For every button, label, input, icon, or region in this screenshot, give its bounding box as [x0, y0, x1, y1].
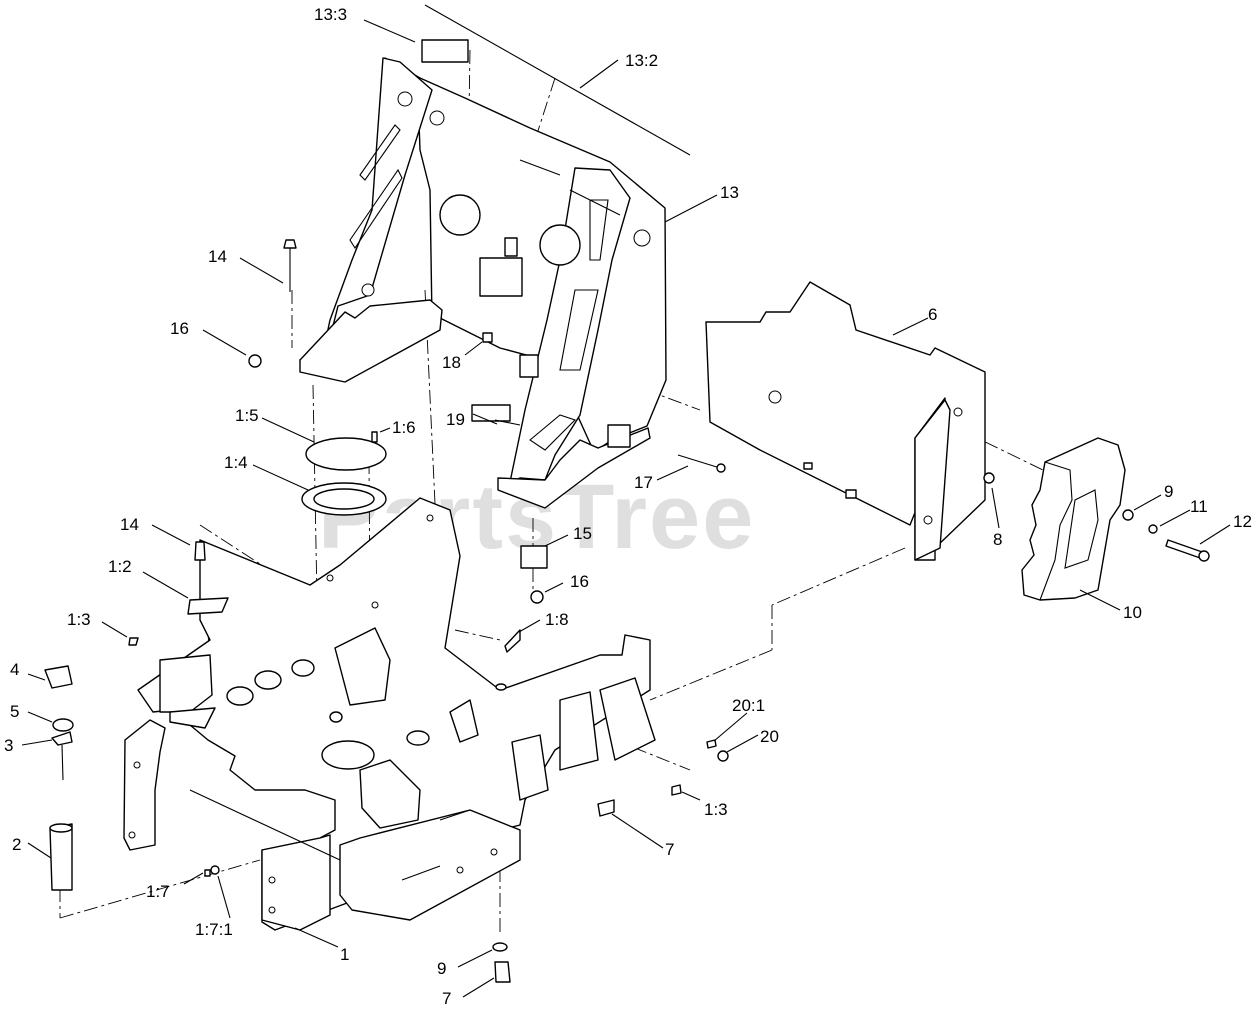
- callout-1-6: 1:6: [392, 418, 416, 437]
- callout-13-2: 13:2: [625, 51, 658, 70]
- callout-3: 3: [4, 736, 13, 755]
- callout-13: 13: [720, 183, 739, 202]
- callout-20: 20: [760, 727, 779, 746]
- callout-16-top: 16: [170, 319, 189, 338]
- callout-8: 8: [993, 530, 1002, 549]
- side-panel: [705, 281, 995, 561]
- callout-18: 18: [442, 353, 461, 372]
- callout-5: 5: [10, 702, 19, 721]
- callout-16-mid: 16: [570, 572, 589, 591]
- callout-6: 6: [928, 305, 937, 324]
- callout-1: 1: [340, 945, 349, 964]
- leader-lines: [21, 4, 1231, 998]
- upright-tower: [299, 39, 667, 509]
- callout-labels: 13:3 13:2 13 14 16 18 6 1:5 1:6 1:4 19 1…: [4, 5, 1252, 1008]
- callout-1-7: 1:7: [146, 882, 170, 901]
- callout-13-3: 13:3: [314, 5, 347, 24]
- callout-10: 10: [1123, 603, 1142, 622]
- callout-9-right: 9: [1164, 482, 1173, 501]
- callout-1-2: 1:2: [108, 557, 132, 576]
- callout-7-mid: 7: [665, 840, 674, 859]
- callout-19: 19: [446, 410, 465, 429]
- callout-14-mid: 14: [120, 515, 139, 534]
- main-frame: [123, 497, 656, 931]
- callout-11: 11: [1190, 497, 1208, 516]
- callout-1-7-1: 1:7:1: [195, 920, 233, 939]
- callout-14-top: 14: [208, 247, 227, 266]
- callout-1-5: 1:5: [235, 406, 259, 425]
- callout-17: 17: [634, 473, 653, 492]
- callout-20-1: 20:1: [732, 696, 765, 715]
- callout-7-bottom: 7: [442, 989, 451, 1008]
- callout-1-4: 1:4: [224, 453, 248, 472]
- callout-4: 4: [10, 660, 19, 679]
- counterweight: [1021, 437, 1210, 601]
- callout-15: 15: [573, 524, 592, 543]
- callout-2: 2: [12, 835, 21, 854]
- frame-hardware: [44, 431, 729, 983]
- callout-1-3-left: 1:3: [67, 610, 91, 629]
- callout-9-bottom: 9: [437, 959, 446, 978]
- callout-1-3-right: 1:3: [704, 800, 728, 819]
- callout-1-8: 1:8: [545, 610, 569, 629]
- callout-12: 12: [1233, 512, 1252, 531]
